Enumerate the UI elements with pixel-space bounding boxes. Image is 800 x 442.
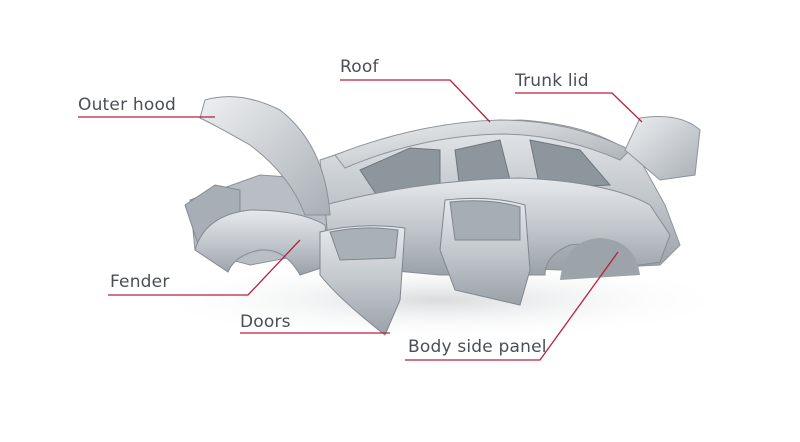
roof-panel [334, 119, 631, 169]
label-body-side-panel: Body side panel [408, 337, 547, 357]
label-trunk-lid: Trunk lid [515, 71, 589, 91]
label-doors: Doors [240, 312, 291, 332]
label-fender: Fender [110, 272, 170, 292]
front-door-window [329, 227, 399, 261]
hood-panel [199, 96, 331, 216]
rear-door-window [449, 200, 521, 241]
trunk-lid-panel [624, 116, 701, 181]
label-outer-hood: Outer hood [78, 95, 177, 115]
label-roof: Roof [340, 57, 379, 77]
